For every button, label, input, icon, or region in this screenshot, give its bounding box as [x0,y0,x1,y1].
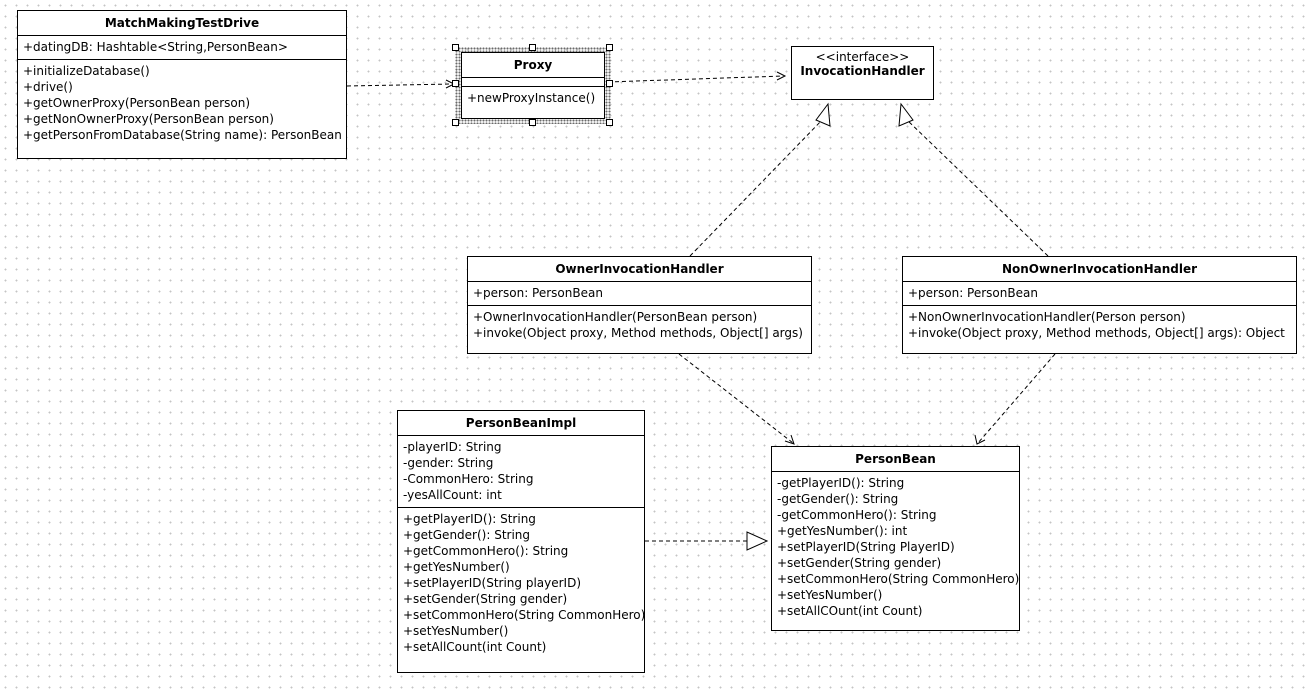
class-name: PersonBeanImpl [398,411,644,436]
operation: +initializeDatabase() [23,64,150,78]
dependency-testdrive-to-proxy [346,83,453,87]
attributes-compartment: +datingDB: Hashtable<String,PersonBean> [18,36,346,59]
realization-nonowner-to-invocationhandler [904,117,1049,257]
operation: +OwnerInvocationHandler(PersonBean perso… [473,310,758,324]
class-personbeanimpl[interactable]: PersonBeanImpl -playerID: String -gender… [397,410,645,673]
operation: +setCommonHero(String CommonHero) [403,608,646,622]
arrowhead-personbean-dep-left [784,434,795,445]
dependency-nonowner-to-personbean [977,353,1056,444]
operation: +getNonOwnerProxy(PersonBean person) [23,112,274,126]
operation: +setPlayerID(String PlayerID) [777,540,955,554]
operation: +setPlayerID(String playerID) [403,576,582,590]
resize-handle-e[interactable] [606,80,613,87]
operation: +NonOwnerInvocationHandler(Person person… [908,310,1186,324]
realization-triangle-nonowner [898,102,914,127]
class-name: PersonBean [772,447,1019,472]
dependency-owner-to-personbean [678,353,794,444]
attributes-compartment: +person: PersonBean [468,282,811,305]
operation: +setGender(String gender) [403,592,568,606]
operations-compartment: -getPlayerID(): String -getGender(): Str… [772,472,1019,623]
realization-triangle-owner [815,102,831,127]
class-name: NonOwnerInvocationHandler [903,257,1296,282]
class-name: InvocationHandler [800,64,925,78]
class-name: MatchMakingTestDrive [18,11,346,36]
operation: +getYesNumber() [403,560,510,574]
class-proxy[interactable]: Proxy +newProxyInstance() [461,52,605,119]
operation: +setGender(String gender) [777,556,942,570]
attribute: +person: PersonBean [908,286,1038,300]
interface-invocationhandler[interactable]: <<interface>> InvocationHandler [791,46,934,100]
resize-handle-nw[interactable] [452,44,459,51]
stereotype-label: <<interface>> [815,50,910,64]
operations-compartment: +newProxyInstance() [462,86,604,110]
operation: +getPersonFromDatabase(String name): Per… [23,128,342,142]
resize-handle-se[interactable] [606,119,613,126]
operation: +invoke(Object proxy, Method methods, Ob… [473,326,803,340]
operation: -getGender(): String [777,492,899,506]
operation: +getOwnerProxy(PersonBean person) [23,96,251,110]
resize-handle-ne[interactable] [606,44,613,51]
operation: +setYesNumber() [403,624,509,638]
operation: +invoke(Object proxy, Method methods, Ob… [908,326,1285,340]
attribute: +datingDB: Hashtable<String,PersonBean> [23,40,288,54]
attributes-compartment: +person: PersonBean [903,282,1296,305]
attribute: +person: PersonBean [473,286,603,300]
arrowhead-personbean-dep-right [974,434,986,445]
class-matchmakingtestdrive[interactable]: MatchMakingTestDrive +datingDB: Hashtabl… [17,10,347,159]
class-name: OwnerInvocationHandler [468,257,811,282]
realization-triangle-impl [746,531,769,551]
operations-compartment: +initializeDatabase() +drive() +getOwner… [18,59,346,147]
attribute: -yesAllCount: int [403,488,502,502]
operation: +setAllCOunt(int Count) [777,604,923,618]
attribute: -playerID: String [403,440,502,454]
operation: +getYesNumber(): int [777,524,908,538]
resize-handle-n[interactable] [529,44,536,51]
resize-handle-w[interactable] [452,80,459,87]
resize-handle-s[interactable] [529,119,536,126]
operation: +newProxyInstance() [467,91,596,105]
operations-compartment: +getPlayerID(): String +getGender(): Str… [398,507,646,659]
attributes-compartment [462,78,604,86]
operation: +setYesNumber() [777,588,883,602]
attributes-compartment: -playerID: String -gender: String -Commo… [398,436,644,507]
operation: -getCommonHero(): String [777,508,937,522]
class-ownerinvocationhandler[interactable]: OwnerInvocationHandler +person: PersonBe… [467,256,812,354]
class-personbean[interactable]: PersonBean -getPlayerID(): String -getGe… [771,446,1020,631]
operations-compartment: +NonOwnerInvocationHandler(Person person… [903,305,1296,345]
attribute: -CommonHero: String [403,472,534,486]
operations-compartment: +OwnerInvocationHandler(PersonBean perso… [468,305,811,345]
operation: +drive() [23,80,73,94]
arrowhead-invocationhandler-dep [776,71,787,81]
operation: +getPlayerID(): String [403,512,536,526]
operation: +setAllCount(int Count) [403,640,547,654]
operation: +getGender(): String [403,528,531,542]
attribute: -gender: String [403,456,494,470]
class-name: Proxy [462,53,604,78]
operation: +setCommonHero(String CommonHero) [777,572,1020,586]
class-nonownerinvocationhandler[interactable]: NonOwnerInvocationHandler +person: Perso… [902,256,1297,354]
dependency-proxy-to-invocationhandler [607,75,784,83]
operation: -getPlayerID(): String [777,476,905,490]
resize-handle-sw[interactable] [452,119,459,126]
operation: +getCommonHero(): String [403,544,569,558]
realization-owner-to-invocationhandler [689,117,825,257]
